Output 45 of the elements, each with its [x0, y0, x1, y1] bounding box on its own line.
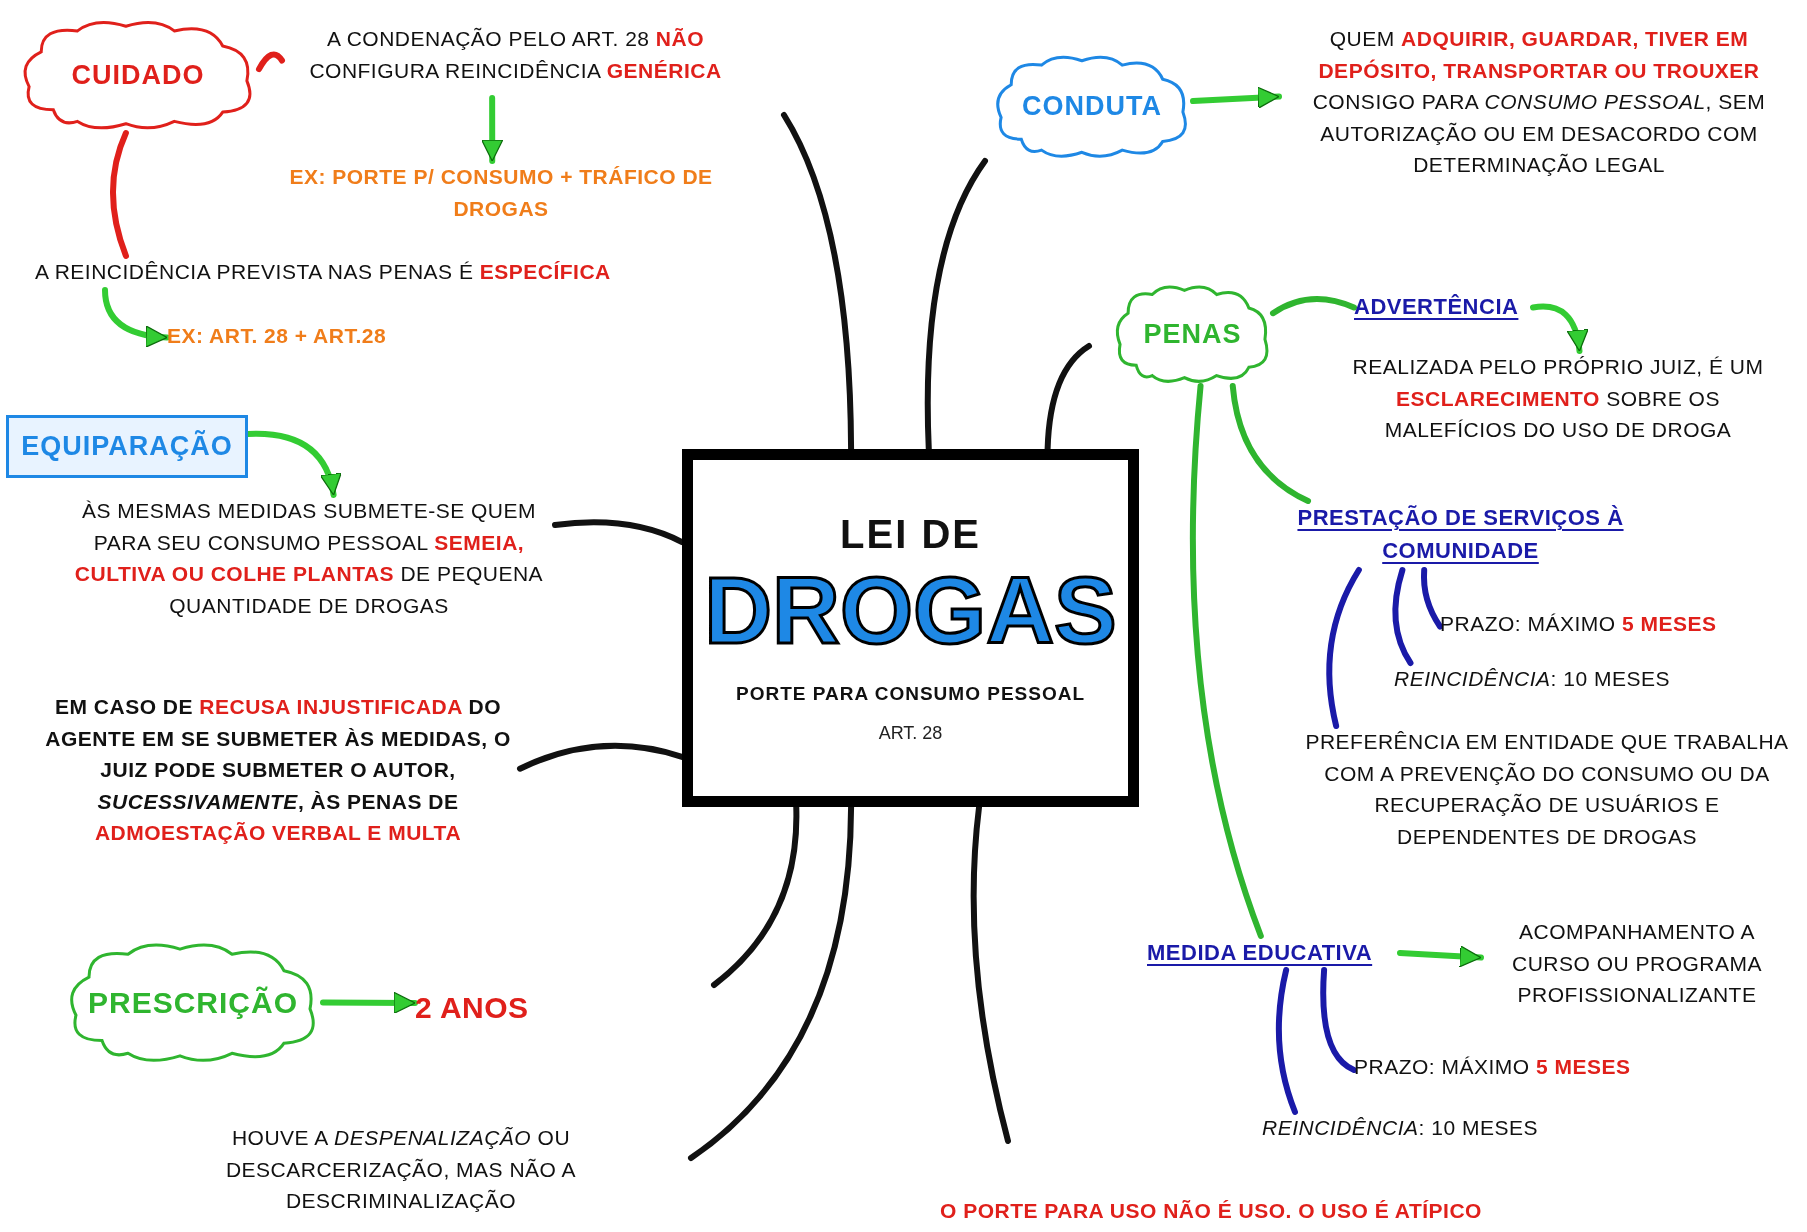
note-text: PRAZO: MÁXIMO 5 MESES — [1440, 608, 1780, 645]
note-text: O PORTE PARA USO NÃO É USO. O USO É ATÍPICO — [940, 1195, 1620, 1229]
arrow — [320, 991, 418, 1014]
note-text: A CONDENAÇÃO PELO ART. 28 NÃO CONFIGURA REINCIDÊNCIA GENÉRICA — [282, 23, 749, 98]
subtopic-heading: ADVERTÊNCIA — [1354, 290, 1533, 325]
note-text: REINCIDÊNCIA: 10 MESES — [1394, 663, 1724, 697]
title-text: LEI DE — [840, 511, 981, 557]
arrow — [102, 287, 170, 348]
note-text: QUEM ADQUIRIR, GUARDAR, TIVER EM DEPÓSITO, TRANSPORTAR OU TROUXER CONSIGO PARA CONSUMO PESSOAL, SEM AUTORIZAÇÃO OU EM DESACORDO COM DETERMINAÇÃO LEGAL — [1279, 23, 1799, 207]
topic-tag: EQUIPARAÇÃO — [6, 415, 248, 478]
topic-label: PENAS — [1143, 318, 1242, 350]
arrow — [1190, 86, 1282, 109]
note-text: EX: PORTE P/ CONSUMO + TRÁFICO DE DROGAS — [282, 161, 720, 225]
note-text: REINCIDÊNCIA: 10 MESES — [1262, 1112, 1592, 1149]
connector-line — [1420, 567, 1443, 630]
note-text: ACOMPANHAMENTO A CURSO OU PROGRAMA PROFISSIONALIZANTE — [1481, 916, 1793, 1020]
connector-line — [1326, 567, 1362, 729]
note-text: PREFERÊNCIA EM ENTIDADE QUE TRABALHA COM A PREVENÇÃO DO CONSUMO OU DA RECUPERAÇÃO DE USUÁRIOS E DEPENDENTES DE DROGAS — [1296, 726, 1798, 876]
note-text: EX: ART. 28 + ART.28 — [167, 320, 438, 355]
connector-line — [1229, 383, 1312, 504]
connector-line — [110, 130, 129, 259]
connector-line — [1270, 296, 1357, 317]
topic-label: CONDUTA — [1022, 91, 1162, 122]
note-text: REALIZADA PELO PRÓPRIO JUIZ, É UM ESCLARECIMENTO SOBRE OS MALEFÍCIOS DO USO DE DROGA — [1343, 351, 1773, 459]
title-box — [682, 449, 1139, 807]
connector-line — [1275, 967, 1298, 1115]
reference-text: ART. 28 — [878, 723, 943, 745]
note-text: HOUVE A DESPENALIZAÇÃO OU DESCARCERIZAÇÃO, MAS NÃO A DESCRIMINALIZAÇÃO — [186, 1122, 616, 1227]
topic-label: CUIDADO — [71, 59, 205, 91]
connector-line — [1392, 567, 1414, 666]
note-text: ÀS MESMAS MEDIDAS SUBMETE-SE QUEM PARA SEU CONSUMO PESSOAL SEMEIA, CULTIVA OU COLHE PLANTAS DE PEQUENA QUANTIDADE DE DROGAS — [63, 495, 555, 645]
subtopic-heading: MEDIDA EDUCATIVA — [1147, 936, 1400, 970]
arrow — [1397, 945, 1484, 968]
main-title: DROGAS — [704, 556, 1117, 665]
connector-line — [256, 51, 285, 73]
note-text: PRAZO: MÁXIMO 5 MESES — [1354, 1051, 1694, 1089]
subtopic-heading: PRESTAÇÃO DE SERVIÇOS À COMUNIDADE — [1279, 501, 1642, 570]
topic-label: PRESCRIÇÃO — [88, 985, 298, 1020]
note-text: A REINCIDÊNCIA PREVISTA NAS PENAS É ESPECÍFICA — [35, 256, 735, 290]
connector-line — [1320, 967, 1357, 1073]
arrow — [481, 95, 504, 164]
connector-line — [1189, 383, 1264, 939]
subtitle-text: PORTE PARA CONSUMO PESSOAL — [736, 683, 1085, 706]
note-text: 2 ANOS — [415, 985, 536, 1025]
note-text: EM CASO DE RECUSA INJUSTIFICADA DO AGENTE EM SE SUBMETER ÀS MEDIDAS, O JUIZ PODE SUBMETER O AUTOR, SUCESSIVAMENTE, ÀS PENAS DE ADMOESTAÇÃO VERBAL E MULTA — [36, 691, 520, 876]
